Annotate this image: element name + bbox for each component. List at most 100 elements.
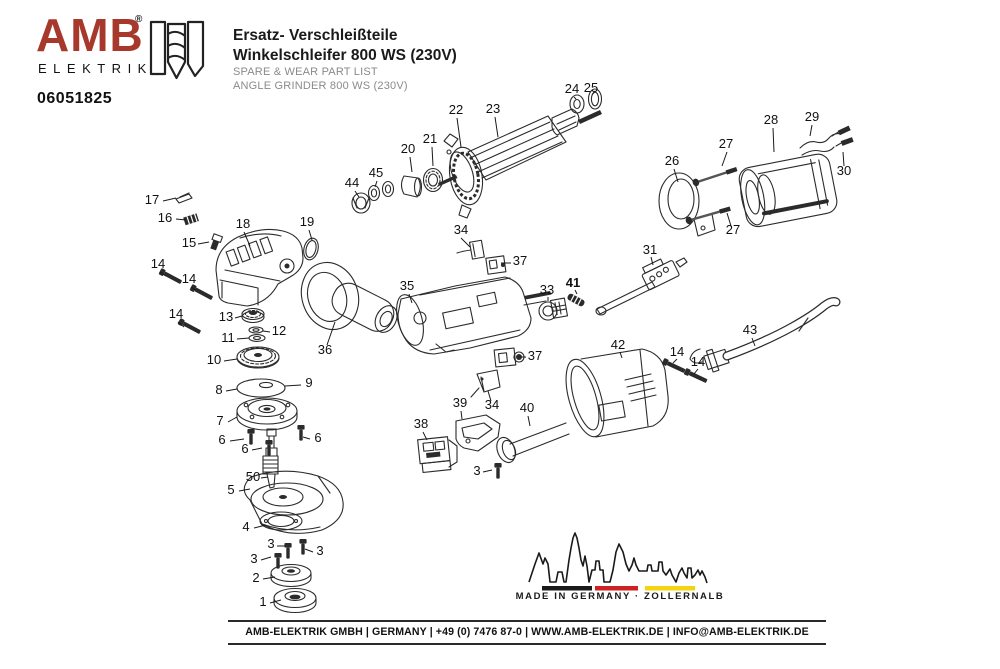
part-number-label-10: 10 — [207, 352, 221, 367]
spindle-and-flange-parts-drawing — [236, 307, 344, 614]
part-number-label-25: 25 — [584, 80, 598, 95]
leader-line-part-45 — [374, 180, 378, 188]
drill-bit-icon — [149, 20, 205, 80]
leader-line-part-20 — [409, 156, 413, 173]
part-number-label-3: 3 — [250, 551, 257, 566]
part-number-label-34: 34 — [454, 222, 468, 237]
part-number-label-18: 18 — [236, 216, 250, 231]
motor-housing-and-switch-drawing — [396, 239, 688, 398]
leader-line-part-6 — [302, 436, 311, 440]
leader-line-part-44 — [354, 190, 360, 198]
part-number-label-34: 34 — [485, 397, 499, 412]
part-number-label-2: 2 — [252, 570, 259, 585]
part-number-label-29: 29 — [805, 109, 819, 124]
flag-bar-gold — [645, 586, 695, 591]
leader-line-part-29 — [809, 124, 813, 137]
part-number-label-41: 41 — [566, 275, 580, 290]
leader-line-part-9 — [284, 384, 302, 387]
leader-line-part-7 — [227, 416, 238, 423]
leader-line-part-26 — [673, 168, 679, 183]
leader-line-part-43 — [751, 337, 756, 347]
leader-line-part-28 — [772, 127, 775, 153]
part-number-label-28: 28 — [764, 112, 778, 127]
part-number-label-16: 16 — [158, 210, 172, 225]
part-number-label-1: 1 — [259, 594, 266, 609]
part-number-label-4: 4 — [242, 519, 249, 534]
part-number-label-13: 13 — [219, 309, 233, 324]
side-handle-drawing — [300, 261, 398, 333]
registered-trademark-mark: ® — [135, 14, 143, 25]
leader-line-part-2 — [262, 576, 276, 580]
part-number-label-43: 43 — [743, 322, 757, 337]
part-number-label-20: 20 — [401, 141, 415, 156]
leader-line-part-27 — [726, 212, 732, 227]
leader-line-part-38 — [422, 431, 428, 441]
leader-line-part-34 — [460, 237, 471, 248]
flag-bar-black — [542, 586, 592, 591]
gear-head-parts-drawing — [158, 192, 319, 336]
leader-line-part-8 — [225, 388, 238, 392]
part-number-label-14: 14 — [670, 344, 684, 359]
title-german-line2: Winkelschleifer 800 WS (230V) — [233, 47, 457, 64]
part-number-label-37: 37 — [528, 348, 542, 363]
part-number-label-26: 26 — [665, 153, 679, 168]
part-number-label-19: 19 — [300, 214, 314, 229]
rear-housing-parts-drawing — [417, 348, 709, 479]
leader-line-part-30 — [842, 151, 845, 167]
part-number-label-36: 36 — [318, 342, 332, 357]
brand-wordmark: AMB — [36, 9, 144, 61]
armature-parts-drawing — [351, 88, 603, 219]
part-number-label-39: 39 — [453, 395, 467, 410]
part-number-label-33: 33 — [540, 282, 554, 297]
part-number-label-24: 24 — [565, 81, 579, 96]
leader-line-part-39 — [460, 410, 463, 420]
brand-subtitle: ELEKTRIK — [38, 61, 153, 76]
leader-line-part-6 — [229, 438, 245, 442]
leader-line-part-31 — [650, 256, 654, 266]
part-number-label-6: 6 — [241, 441, 248, 456]
part-number-label-30: 30 — [837, 163, 851, 178]
leader-line-part-6 — [251, 447, 263, 451]
title-block: Ersatz- Verschleißteile Winkelschleifer … — [233, 26, 457, 93]
part-number-label-35: 35 — [400, 278, 414, 293]
leader-line-part-40 — [527, 415, 531, 427]
title-german-line1: Ersatz- Verschleißteile — [233, 27, 398, 44]
part-number-label-50: 50 — [246, 469, 260, 484]
city-skyline-silhouette — [528, 532, 708, 584]
leader-line-part-23 — [494, 116, 499, 138]
leader-line-part-17 — [162, 197, 177, 202]
leader-line-part-34 — [487, 390, 492, 402]
part-number-label-14: 14 — [182, 271, 196, 286]
leader-line-part-12 — [262, 330, 271, 333]
leader-line-part-41 — [574, 289, 578, 295]
part-number-label-44: 44 — [345, 175, 359, 190]
part-number-label-14: 14 — [169, 306, 183, 321]
part-number-label-31: 31 — [643, 242, 657, 257]
leader-line-part-14 — [672, 358, 678, 364]
leader-line-part-3 — [304, 548, 314, 553]
part-number-label-3: 3 — [267, 536, 274, 551]
leader-line-part-15 — [197, 241, 210, 245]
part-number-label-22: 22 — [449, 102, 463, 117]
leader-line-part-36 — [326, 321, 336, 346]
part-number-label-7: 7 — [216, 413, 223, 428]
leader-line-part-18 — [243, 231, 251, 247]
part-number-label-14: 14 — [151, 256, 165, 271]
leader-line-part-22 — [456, 117, 462, 148]
title-english-line1: SPARE & WEAR PART LIST — [233, 66, 378, 78]
part-number-label-37: 37 — [513, 253, 527, 268]
leader-line-part-11 — [236, 337, 250, 340]
part-number-label-6: 6 — [314, 430, 321, 445]
leader-line-part-14 — [190, 286, 197, 291]
leader-line-part-14 — [177, 321, 185, 328]
leader-line-part-14 — [693, 368, 699, 375]
part-number-label-27: 27 — [726, 222, 740, 237]
leader-line-part-13 — [234, 315, 243, 319]
part-number-label-3: 3 — [473, 463, 480, 478]
power-cable-drawing — [689, 297, 841, 373]
part-number-label-12: 12 — [272, 323, 286, 338]
leader-line-part-19 — [308, 229, 313, 241]
leader-line-part-3 — [260, 556, 272, 561]
leader-line-part-35 — [408, 293, 413, 304]
